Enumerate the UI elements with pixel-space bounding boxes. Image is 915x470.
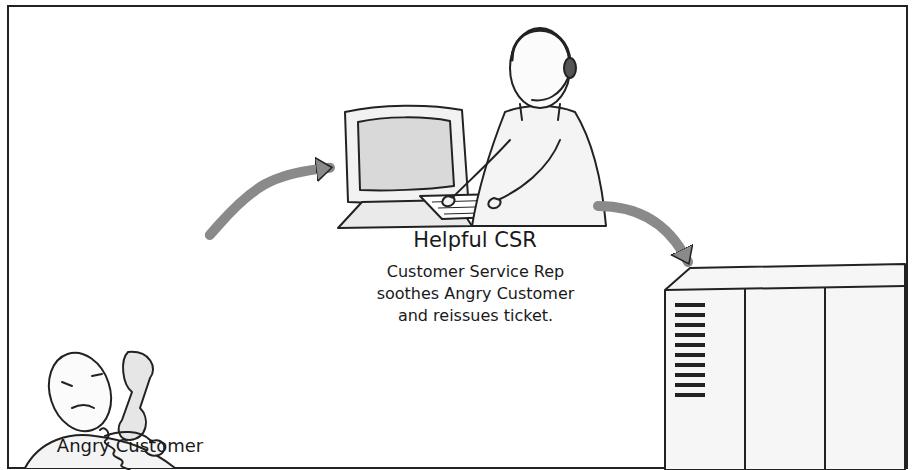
csr-earpiece [564,58,576,78]
csr-neck [520,104,560,120]
csr-headset-band [512,30,570,62]
mainframe-edge [665,286,905,290]
monitor-case [345,106,468,203]
figure-label: Helpful CSR [330,227,620,253]
mainframe [665,264,905,470]
mainframe-vents [675,305,705,395]
figure-label: Angry Customer [25,435,235,457]
csr-hand [442,196,454,206]
customer-face [62,374,102,408]
csr-microphone [532,78,568,100]
csr-figure [442,28,606,226]
flow-arrow [598,206,688,262]
flow-arrow [210,168,330,235]
phone-handset [119,352,153,440]
csr-arm [498,140,560,200]
csr-hand [488,198,500,208]
figure-node: Helpful CSR Customer Service Rep soothes … [330,15,620,340]
csr-torso [472,106,606,226]
csr-head [510,28,570,108]
mainframe-panel-line [745,288,825,470]
customer-head [39,345,121,440]
csr-arm [452,140,510,198]
figure-caption: Customer Service Rep soothes Angry Custo… [368,261,583,327]
figure-node: Angry Customer [25,235,235,467]
monitor-screen [358,117,454,190]
mainframe-cabinet [665,264,905,470]
